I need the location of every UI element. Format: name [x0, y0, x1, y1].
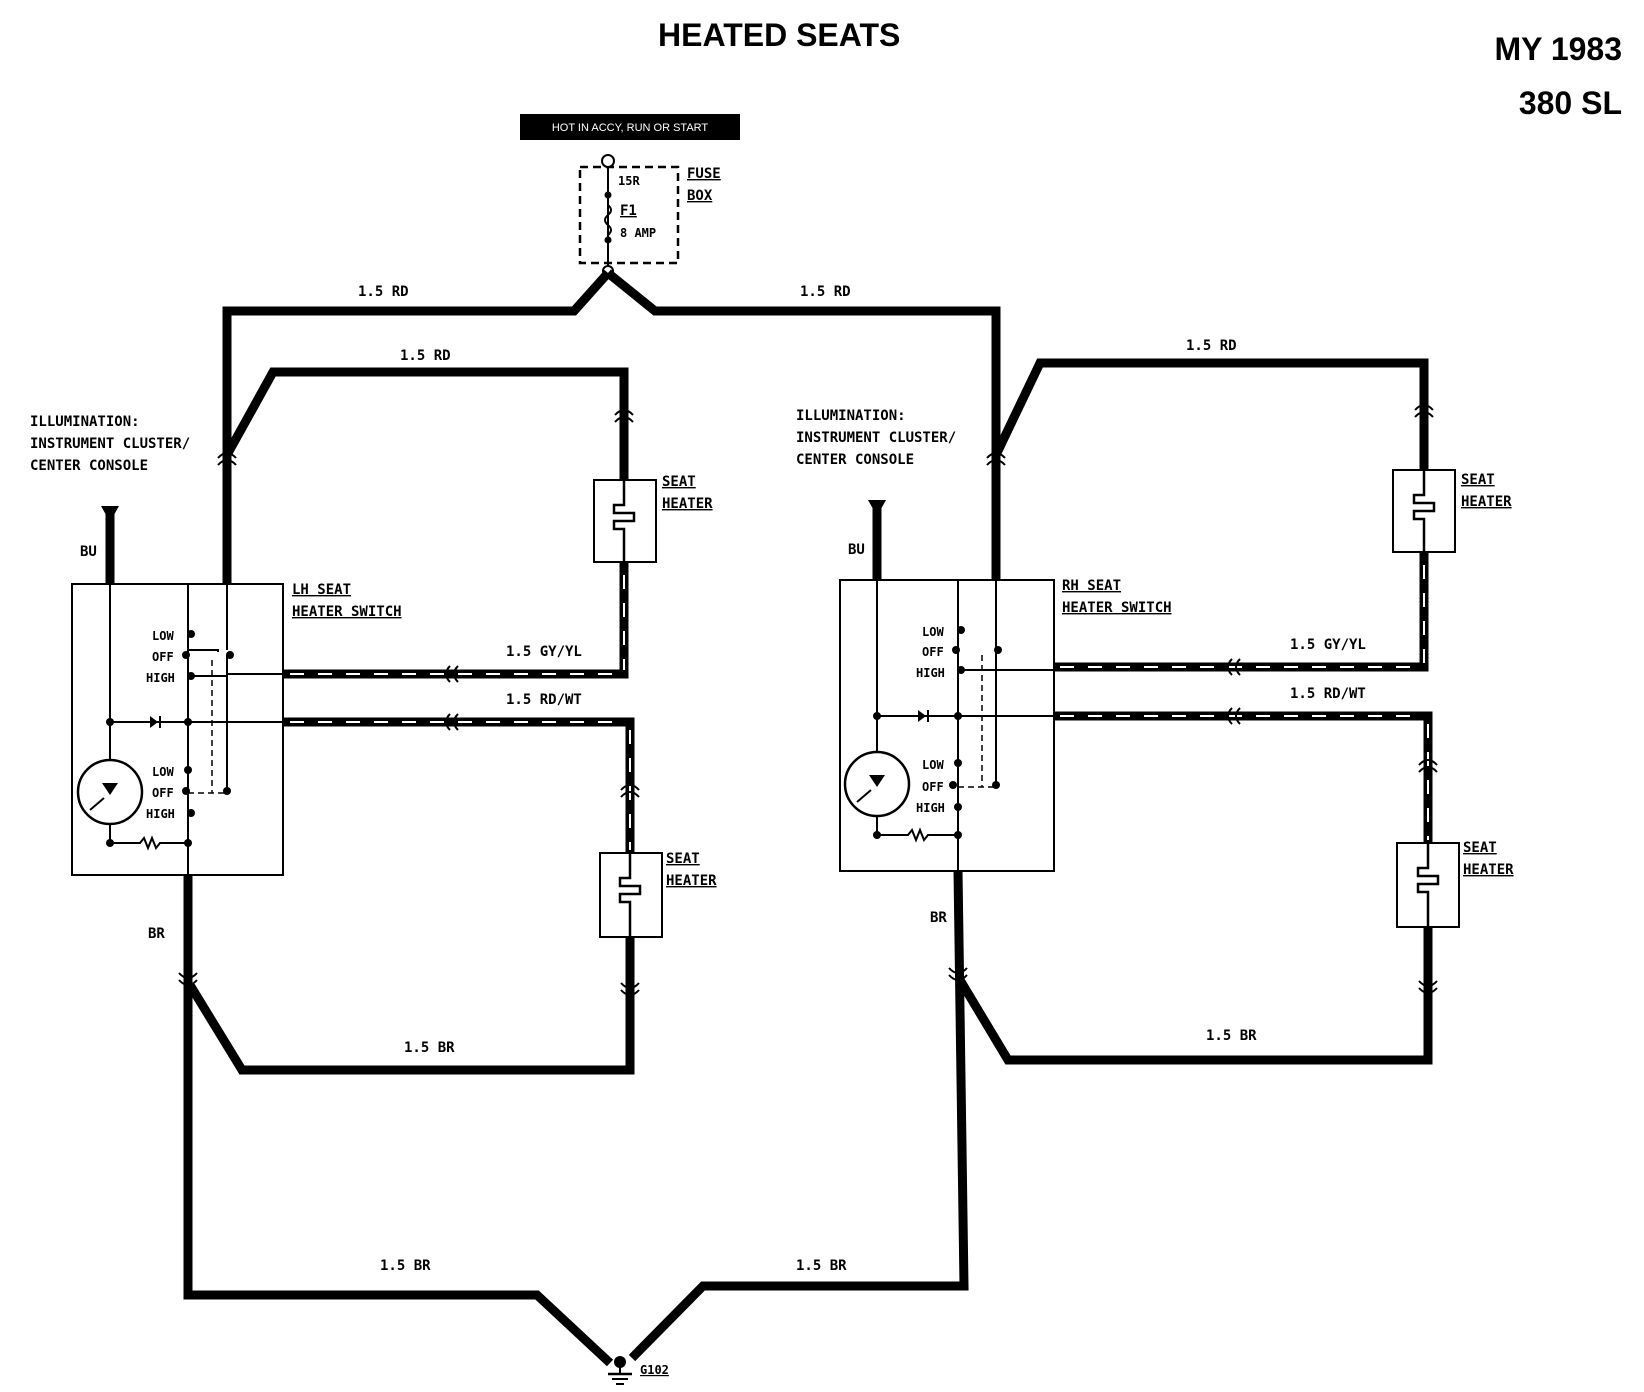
svg-text:SEAT: SEAT: [1463, 840, 1497, 856]
heater-element-icon: [618, 853, 642, 937]
fuse-box-label-1: FUSE: [687, 166, 721, 182]
model-name: 380 SL: [1519, 85, 1622, 121]
diagram-title: HEATED SEATS: [658, 17, 900, 53]
svg-text:HIGH: HIGH: [916, 666, 945, 680]
svg-text:LH SEAT: LH SEAT: [292, 582, 351, 598]
svg-text:SEAT: SEAT: [1461, 472, 1495, 488]
svg-text:1.5 BR: 1.5 BR: [796, 1258, 847, 1274]
svg-text:OFF: OFF: [922, 780, 944, 794]
right-lower-seat-heater: SEAT HEATER: [1396, 840, 1514, 928]
lh-seat-heater-switch: LOW OFF HIGH LOW OFF HIGH LH SEAT HEATER…: [71, 582, 402, 876]
svg-text:HEATER SWITCH: HEATER SWITCH: [1062, 600, 1172, 616]
svg-text:RH SEAT: RH SEAT: [1062, 578, 1121, 594]
right-ground-wire: [628, 870, 969, 1362]
svg-text:CENTER CONSOLE: CENTER CONSOLE: [796, 452, 914, 468]
right-feed-wire: [605, 269, 1001, 580]
svg-text:BU: BU: [848, 542, 865, 558]
left-lower-brown-wire: [186, 937, 635, 1075]
fuse-icon: [604, 204, 612, 236]
heater-element-icon: [1412, 470, 1436, 552]
svg-text:HEATER: HEATER: [662, 496, 713, 512]
resistor-icon: [877, 827, 958, 843]
fuse-input-terminal: [601, 154, 615, 168]
left-ground-wire: [183, 875, 614, 1367]
svg-text:HIGH: HIGH: [146, 671, 175, 685]
svg-text:LOW: LOW: [152, 629, 174, 643]
heater-element-icon: [1416, 843, 1440, 927]
svg-text:1.5 BR: 1.5 BR: [1206, 1028, 1257, 1044]
svg-text:HIGH: HIGH: [146, 807, 175, 821]
svg-text:HEATER: HEATER: [1461, 494, 1512, 510]
left-feed-wire: [222, 269, 612, 584]
svg-text:BR: BR: [148, 926, 165, 942]
right-feed-label: 1.5 RD: [800, 284, 851, 300]
left-lower-seat-heater: SEAT HEATER: [599, 851, 717, 938]
right-rd-wt-wire: [1054, 711, 1433, 843]
svg-text:ILLUMINATION:: ILLUMINATION:: [796, 408, 906, 424]
svg-text:BU: BU: [80, 544, 97, 560]
ground-g102: G102: [608, 1356, 669, 1385]
svg-text:INSTRUMENT CLUSTER/: INSTRUMENT CLUSTER/: [796, 430, 956, 446]
right-upper-seat-heater: SEAT HEATER: [1392, 469, 1512, 553]
svg-text:OFF: OFF: [922, 645, 944, 659]
svg-text:1.5 GY/YL: 1.5 GY/YL: [1290, 637, 1366, 653]
left-upper-red-label: 1.5 RD: [400, 348, 451, 364]
left-gy-yl-wire: [283, 562, 629, 679]
power-label: HOT IN ACCY, RUN OR START: [552, 122, 709, 134]
left-ground-label: 1.5 BR: [380, 1258, 431, 1274]
fuse-rating: 8 AMP: [620, 226, 656, 240]
svg-text:LOW: LOW: [922, 758, 944, 772]
rh-seat-heater-switch: LOW OFF HIGH LOW OFF HIGH RH SEAT HEATER…: [839, 578, 1172, 872]
svg-text:LOW: LOW: [152, 765, 174, 779]
svg-text:INSTRUMENT CLUSTER/: INSTRUMENT CLUSTER/: [30, 436, 190, 452]
left-lower-brown-label: 1.5 BR: [404, 1040, 455, 1056]
left-rd-wt-label: 1.5 RD/WT: [506, 692, 582, 708]
fuse-box: HOT IN ACCY, RUN OR START 15R F1 8 AMP F…: [520, 114, 740, 277]
svg-text:SEAT: SEAT: [666, 851, 700, 867]
left-upper-seat-heater: SEAT HEATER: [593, 474, 713, 563]
fuse-id: F1: [620, 203, 637, 219]
svg-text:SEAT: SEAT: [662, 474, 696, 490]
svg-text:1.5 RD: 1.5 RD: [1186, 338, 1237, 354]
svg-text:HEATER SWITCH: HEATER SWITCH: [292, 604, 402, 620]
fuse-box-label-2: BOX: [687, 188, 713, 204]
resistor-icon: [110, 835, 188, 851]
left-feed-label: 1.5 RD: [358, 284, 409, 300]
svg-text:BR: BR: [930, 910, 947, 926]
model-year: MY 1983: [1495, 31, 1623, 67]
svg-text:OFF: OFF: [152, 786, 174, 800]
heater-element-icon: [612, 480, 636, 562]
right-lower-brown-wire: [956, 927, 1433, 1065]
left-rd-wt-wire: [283, 717, 635, 853]
svg-text:OFF: OFF: [152, 650, 174, 664]
svg-text:LOW: LOW: [922, 625, 944, 639]
fuse-box-outline: [578, 165, 680, 265]
ground-label: G102: [640, 1363, 669, 1377]
svg-text:ILLUMINATION:: ILLUMINATION:: [30, 414, 140, 430]
fuse-terminal: 15R: [618, 174, 640, 188]
right-upper-red-wire: [991, 358, 1429, 470]
power-label-bar: [520, 114, 740, 140]
svg-text:HEATER: HEATER: [1463, 862, 1514, 878]
svg-text:1.5 RD/WT: 1.5 RD/WT: [1290, 686, 1366, 702]
svg-text:CENTER CONSOLE: CENTER CONSOLE: [30, 458, 148, 474]
svg-text:HIGH: HIGH: [916, 801, 945, 815]
left-gy-yl-label: 1.5 GY/YL: [506, 644, 582, 660]
left-connector: [217, 452, 237, 466]
left-upper-red-wire: [223, 367, 629, 480]
svg-text:HEATER: HEATER: [666, 873, 717, 889]
